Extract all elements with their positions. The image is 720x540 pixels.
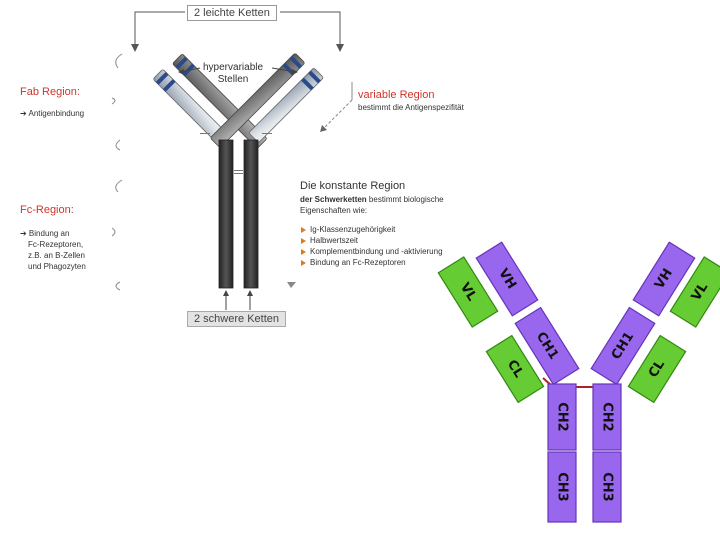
fc-region-title: Fc-Region: <box>20 204 74 216</box>
heavy-chains-label: 2 schwere Ketten <box>187 311 286 327</box>
left-heavy-chain-stem <box>218 139 234 289</box>
domain-ch3-left: CH3 <box>547 451 577 523</box>
constant-region-line2: Eigenschaften wie: <box>300 206 368 215</box>
domain-ch2-right-label: CH2 <box>600 402 615 431</box>
domain-ch1-left: CH1 <box>514 306 580 386</box>
fab-region-note: ➔ Antigenbindung <box>20 109 85 118</box>
hypervariable-label-line2: Stellen <box>217 74 249 85</box>
variable-region-title: variable Region <box>358 89 435 101</box>
light-chains-bracket <box>134 11 341 46</box>
fc-note-line: Fc-Rezeptoren, <box>28 240 84 249</box>
domain-cl-right: CL <box>627 334 687 404</box>
fc-note-line: z.B. an B-Zellen <box>28 251 85 260</box>
fab-bracket <box>111 53 123 151</box>
domain-vh-right: VH <box>632 241 696 317</box>
domain-cl-left: CL <box>485 334 545 404</box>
disulfide-bridge-marks <box>200 133 272 174</box>
domain-ch1-right: CH1 <box>590 306 656 386</box>
right-heavy-chain-stem <box>243 139 259 289</box>
constant-region-heavy-chains: der Schwerketten <box>300 195 367 204</box>
fc-region-note: ➔ Bindung an Fc-Rezeptoren, z.B. an B-Ze… <box>20 228 86 272</box>
domain-ch2-right: CH2 <box>592 383 622 451</box>
fab-region-title: Fab Region: <box>20 86 80 98</box>
constant-item: Halbwertszeit <box>300 235 443 246</box>
constant-item: Ig-Klassenzugehörigkeit <box>300 224 443 235</box>
constant-region-title: Die konstante Region <box>300 180 406 192</box>
constant-item: Komplementbindung und -aktivierung <box>300 246 443 257</box>
domain-vl-right: VL <box>669 256 720 328</box>
domain-ch2-left: CH2 <box>547 383 577 451</box>
fc-note-line: ➔ Bindung an <box>20 229 70 238</box>
domain-ch3-right-label: CH3 <box>600 472 615 501</box>
right-heavy-chain-arm <box>210 53 305 148</box>
hypervariable-label-line1: hypervariable <box>203 62 264 73</box>
right-light-chain <box>249 68 324 143</box>
variable-region-note: bestimmt die Antigenspezifität <box>358 103 464 112</box>
constant-item: Bindung an Fc-Rezeptoren <box>300 257 443 268</box>
hypervariable-label: hypervariable Stellen <box>203 62 263 86</box>
constant-region-line1-rest: bestimmt biologische <box>366 195 444 204</box>
constant-region-list: Ig-Klassenzugehörigkeit Halbwertszeit Ko… <box>300 224 443 268</box>
domain-ch3-left-label: CH3 <box>555 472 570 501</box>
light-chains-label: 2 leichte Ketten <box>187 5 277 21</box>
domain-vh-left: VH <box>475 241 539 317</box>
domain-ch3-right: CH3 <box>592 451 622 523</box>
fc-bracket <box>111 179 123 291</box>
domain-ch2-left-label: CH2 <box>555 402 570 431</box>
domain-vl-left: VL <box>437 256 499 328</box>
fc-note-line: und Phagozyten <box>28 262 86 271</box>
constant-region-line1: der Schwerketten bestimmt biologische <box>300 194 444 205</box>
